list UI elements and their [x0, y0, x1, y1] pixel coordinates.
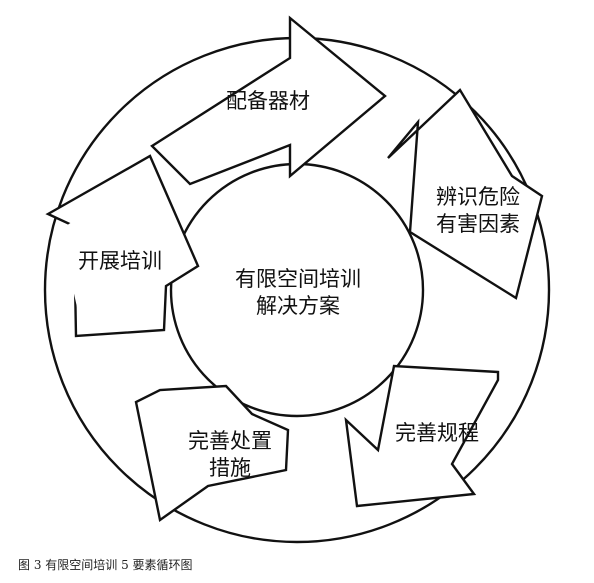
- figure-caption: 图 3 有限空间培训 5 要素循环图: [18, 558, 193, 572]
- center-label-line2: 解决方案: [256, 294, 340, 318]
- step-label-1-line1: 配备器材: [226, 89, 310, 113]
- step-label-3: 完善规程: [382, 420, 492, 447]
- step-label-2-line1: 辨识危险: [436, 185, 520, 209]
- arrow-step-4: [134, 384, 290, 523]
- ring-gap-fill: [60, 172, 186, 330]
- center-label-line1: 有限空间培训: [235, 267, 361, 291]
- step-label-1: 配备器材: [218, 88, 318, 115]
- arrow-step-2: [387, 88, 544, 300]
- step-label-5-line1: 开展培训: [78, 249, 162, 273]
- step-label-4: 完善处置 措施: [180, 428, 280, 482]
- step-label-3-line1: 完善规程: [395, 421, 479, 445]
- step-label-4-line1: 完善处置: [188, 429, 272, 453]
- step-label-2: 辨识危险 有害因素: [428, 184, 528, 238]
- arrow-step-1: [150, 15, 387, 186]
- arrow-step-3: [344, 364, 500, 508]
- center-label: 有限空间培训 解决方案: [232, 266, 364, 320]
- step-label-4-line2: 措施: [209, 456, 251, 480]
- step-label-5: 开展培训: [70, 248, 170, 275]
- step-label-2-line2: 有害因素: [436, 212, 520, 236]
